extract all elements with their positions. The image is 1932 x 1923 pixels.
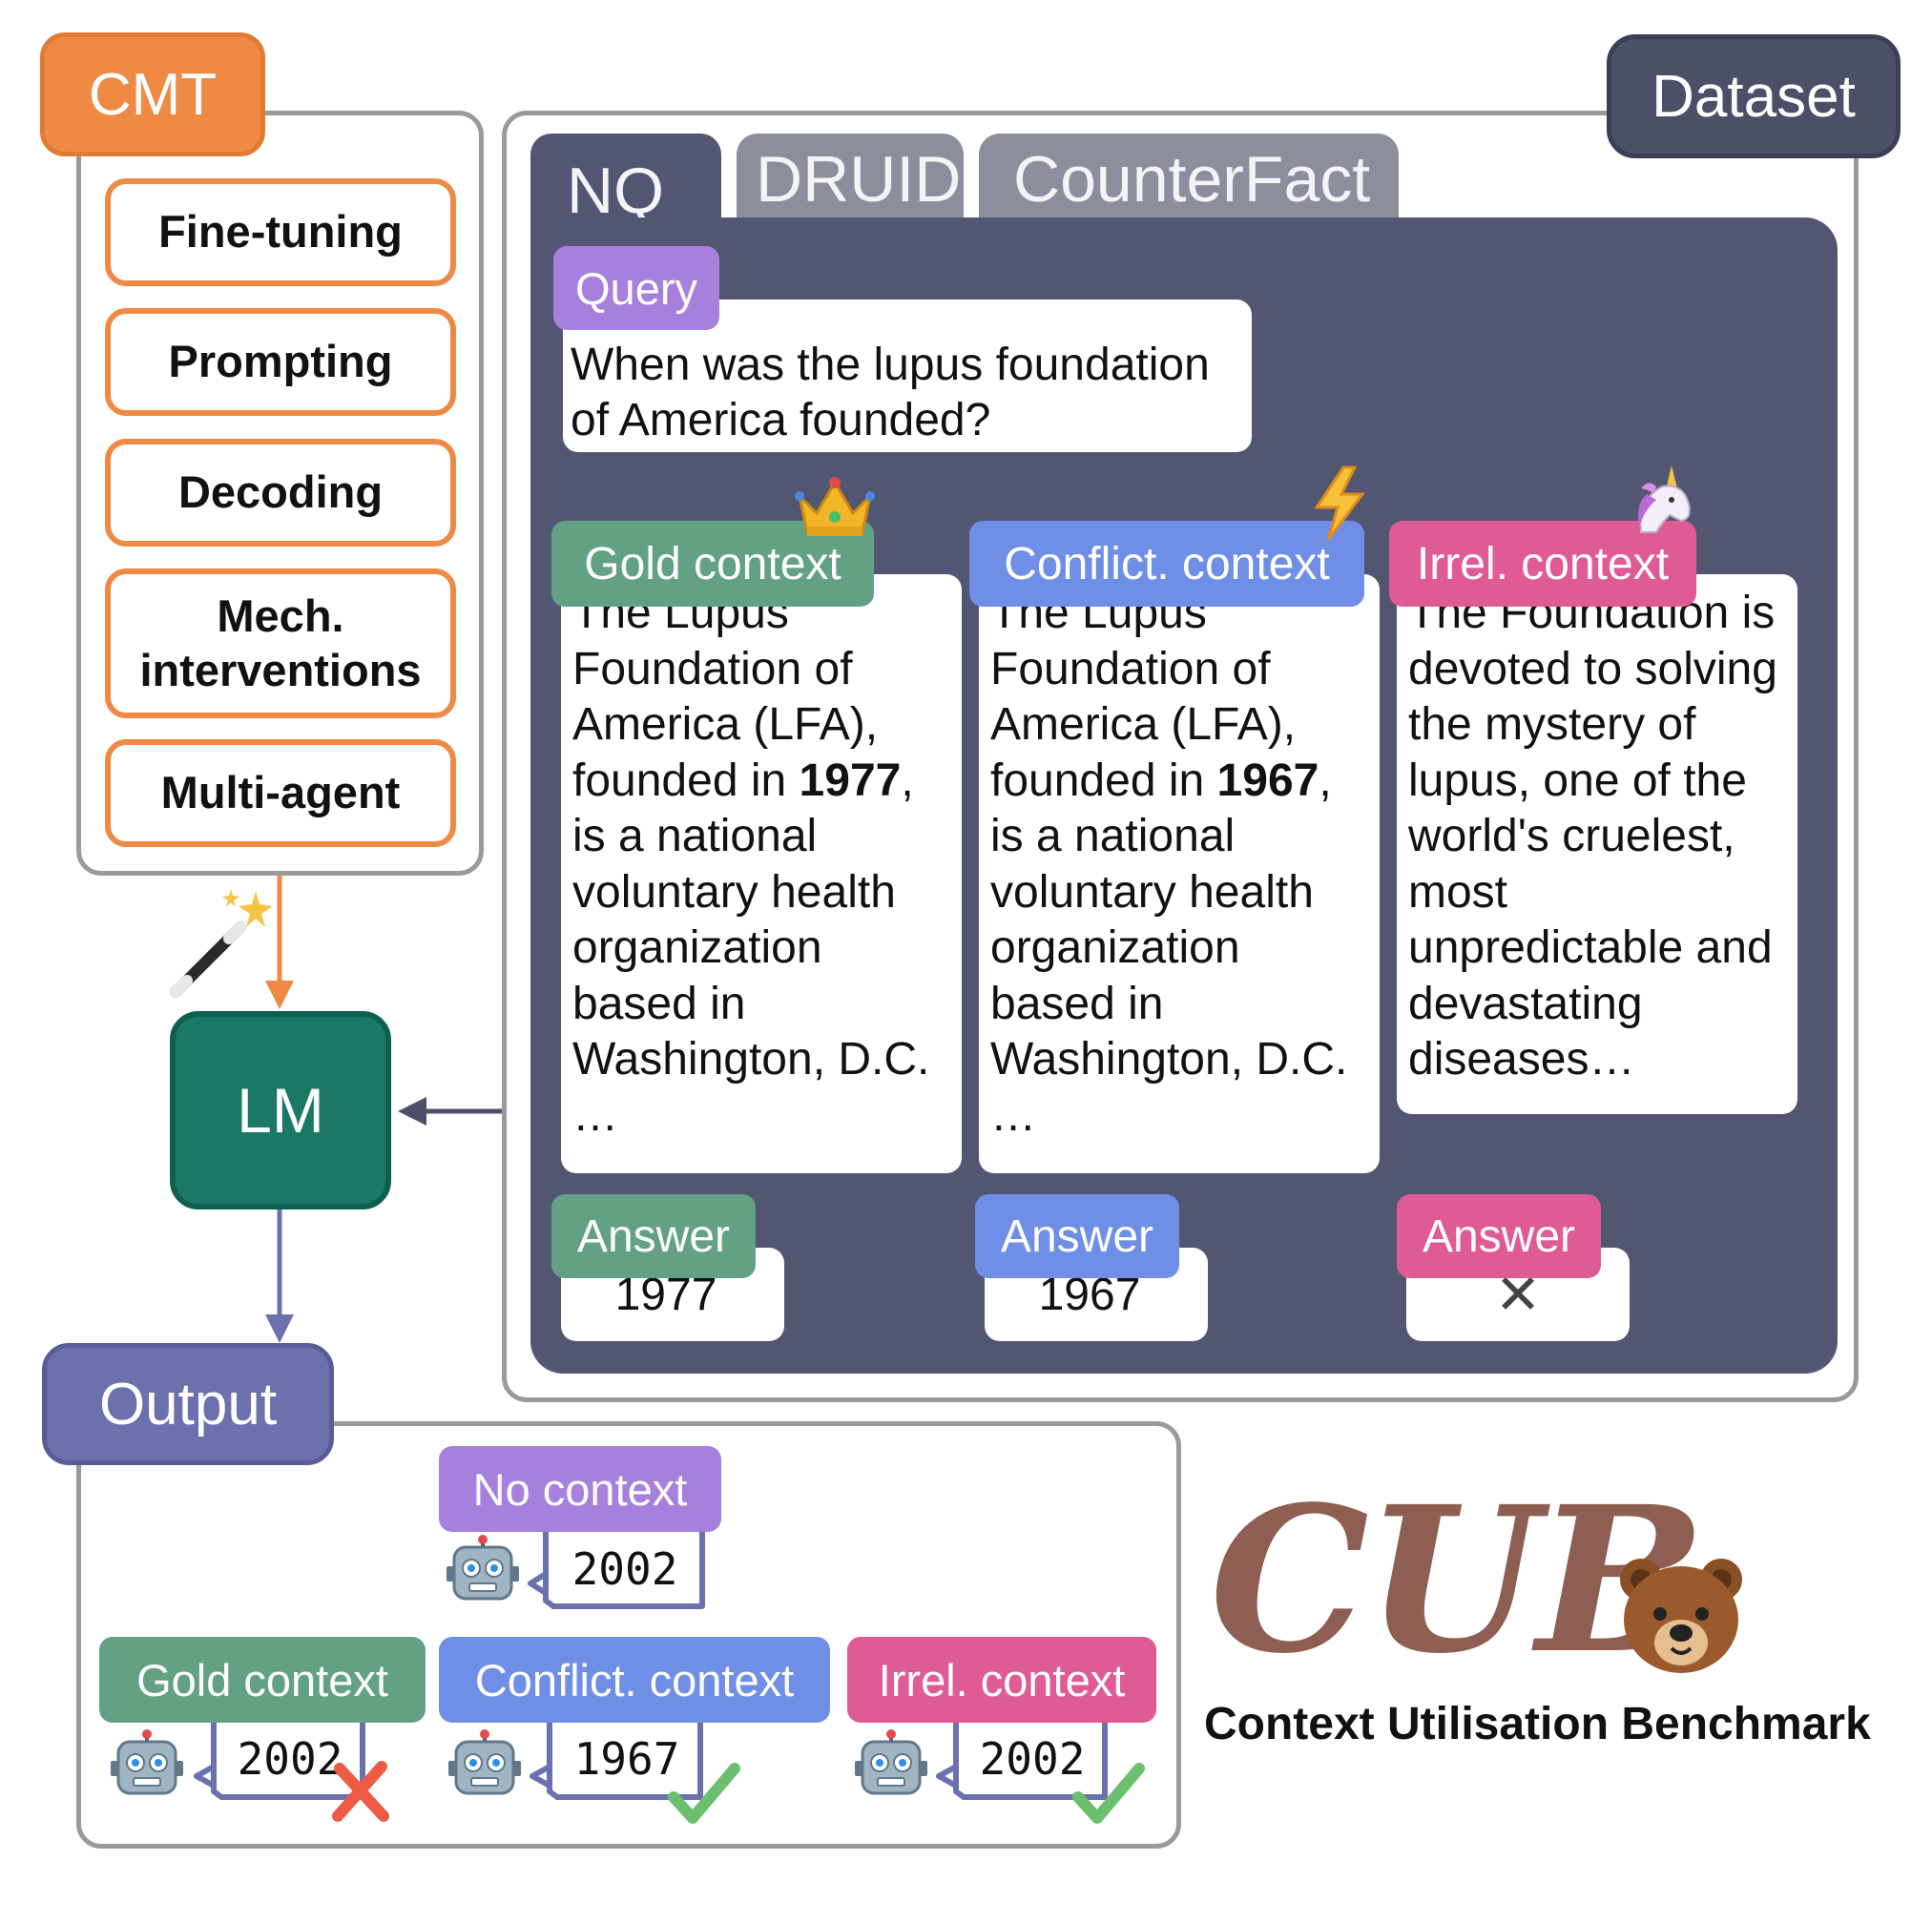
result-label-conflict: Conflict. context: [439, 1637, 830, 1723]
check-icon-irrel: [1072, 1763, 1145, 1824]
cub-logo: CUB: [1210, 1462, 1706, 1698]
magic-wand-icon: [170, 889, 273, 998]
output-title: Output: [42, 1343, 334, 1465]
result-label-gold: Gold context: [99, 1637, 426, 1723]
answer-label-gold: Answer: [551, 1194, 756, 1278]
lightning-icon: [1314, 465, 1365, 541]
answer-label-irrel: Answer: [1397, 1194, 1601, 1278]
lm-box[interactable]: LM: [170, 1011, 391, 1210]
robot-icon-conflict: [448, 1729, 521, 1795]
cmt-item-prompting[interactable]: Prompting: [105, 308, 456, 416]
tab-druid[interactable]: DRUID: [737, 134, 964, 225]
context-label-gold: Gold context: [551, 521, 874, 607]
cmt-title: CMT: [40, 32, 265, 156]
result-label-irrel: Irrel. context: [847, 1637, 1156, 1723]
cmt-item-decoding[interactable]: Decoding: [105, 439, 456, 547]
robot-icon-no-context: [447, 1535, 519, 1601]
context-text-irrel: The Foundation is devoted to solving the…: [1397, 574, 1797, 1114]
result-value-gold: 2002: [221, 1725, 359, 1793]
cmt-item-fine-tuning[interactable]: Fine-tuning: [105, 178, 456, 286]
cmt-item-multi-agent[interactable]: Multi-agent: [105, 739, 456, 847]
cmt-item-mech-interventions[interactable]: Mech. interventions: [105, 569, 456, 718]
answer-label-conflict: Answer: [975, 1194, 1179, 1278]
context-text-conflict: The Lupus Foundation of America (LFA), f…: [979, 574, 1380, 1173]
robot-icon-gold: [111, 1729, 183, 1795]
cross-icon: [332, 1761, 389, 1822]
bear-icon: [1620, 1559, 1742, 1673]
context-label-conflict: Conflict. context: [969, 521, 1364, 607]
robot-icon-irrel: [855, 1729, 927, 1795]
unicorn-icon: [1638, 465, 1691, 533]
tab-counterfact[interactable]: CounterFact: [979, 134, 1399, 225]
crown-icon: [795, 477, 875, 536]
context-label-irrel: Irrel. context: [1389, 521, 1696, 607]
query-text: When was the lupus foundation of America…: [563, 300, 1252, 452]
no-context-value: 2002: [553, 1536, 696, 1602]
no-context-label: No context: [439, 1446, 721, 1532]
result-value-irrel: 2002: [964, 1725, 1101, 1793]
query-label: Query: [553, 246, 719, 330]
result-value-conflict: 1967: [557, 1725, 696, 1793]
dataset-title: Dataset: [1607, 34, 1901, 158]
cub-subtitle: Context Utilisation Benchmark: [1204, 1699, 1871, 1749]
check-icon-conflict: [668, 1763, 740, 1824]
